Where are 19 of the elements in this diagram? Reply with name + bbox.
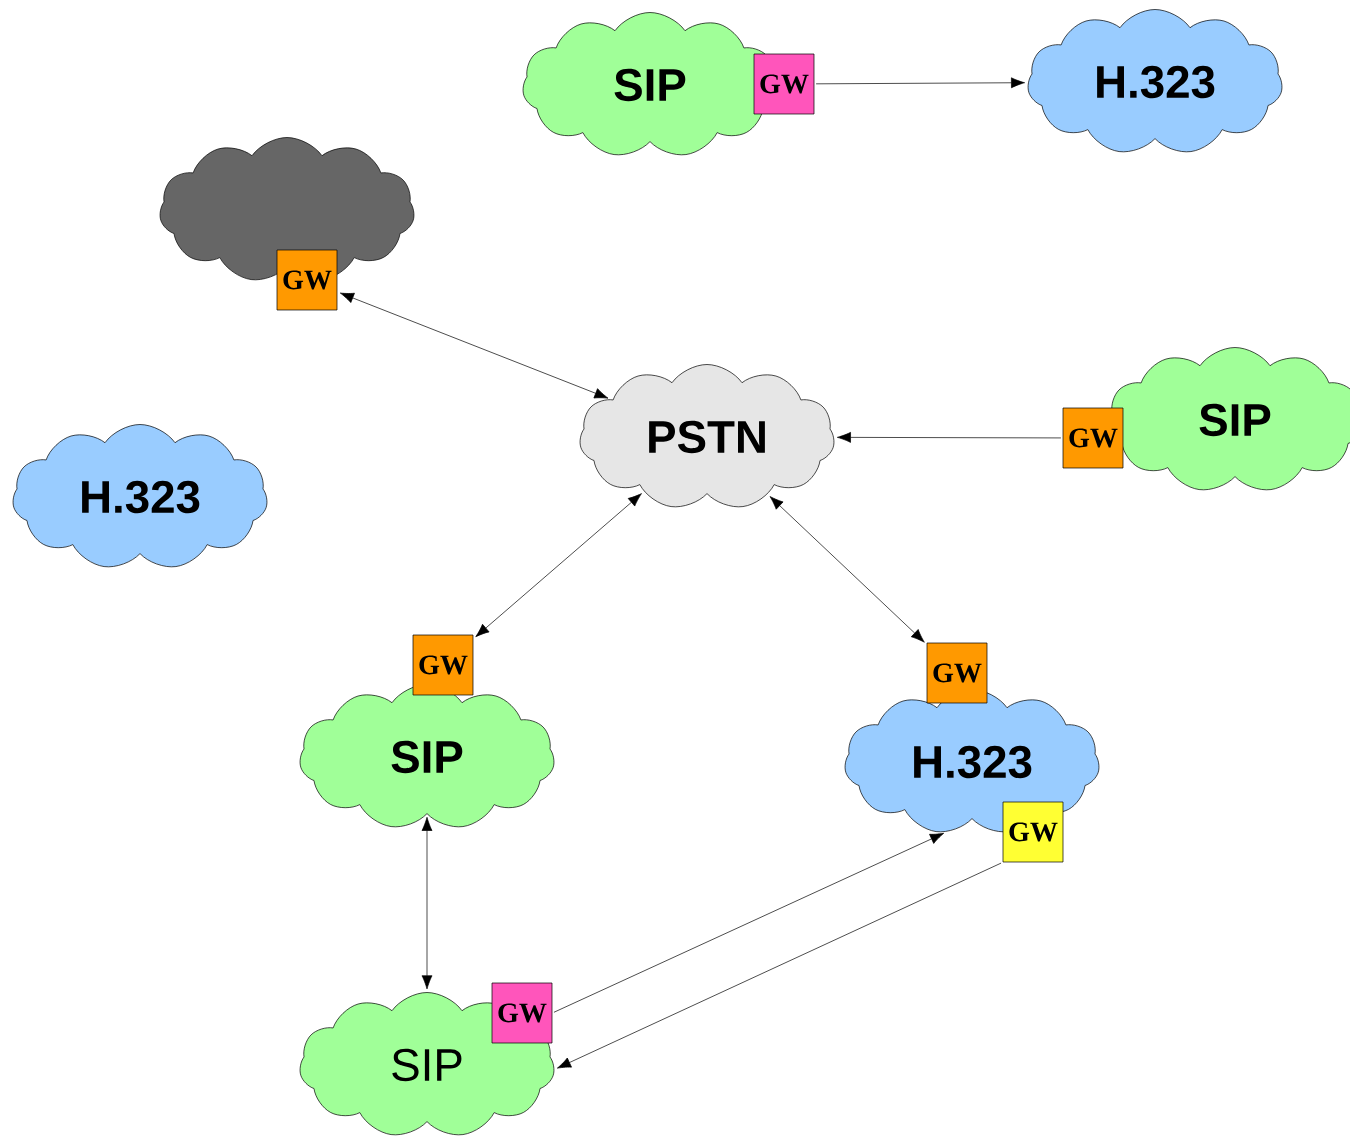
network-cloud: PSTN — [579, 364, 835, 508]
arrow — [815, 77, 1025, 89]
gateway-box: GW — [926, 642, 988, 704]
gateway-box: GW — [753, 53, 815, 115]
arrow — [340, 292, 609, 399]
network-cloud: SIP — [299, 684, 555, 828]
gateway-box: GW — [412, 634, 474, 696]
network-cloud: H.323 — [12, 424, 268, 568]
arrow — [553, 833, 944, 1013]
arrow — [475, 493, 642, 638]
gateway-box: GW — [276, 249, 338, 311]
arrow — [837, 432, 1062, 443]
network-cloud: H.323 — [1027, 9, 1283, 153]
arrow — [769, 496, 925, 643]
gateway-box: GW — [1002, 801, 1064, 863]
gateway-box: GW — [1062, 407, 1124, 469]
arrow — [557, 862, 1002, 1069]
gateway-box: GW — [491, 982, 553, 1044]
arrow — [421, 816, 433, 990]
